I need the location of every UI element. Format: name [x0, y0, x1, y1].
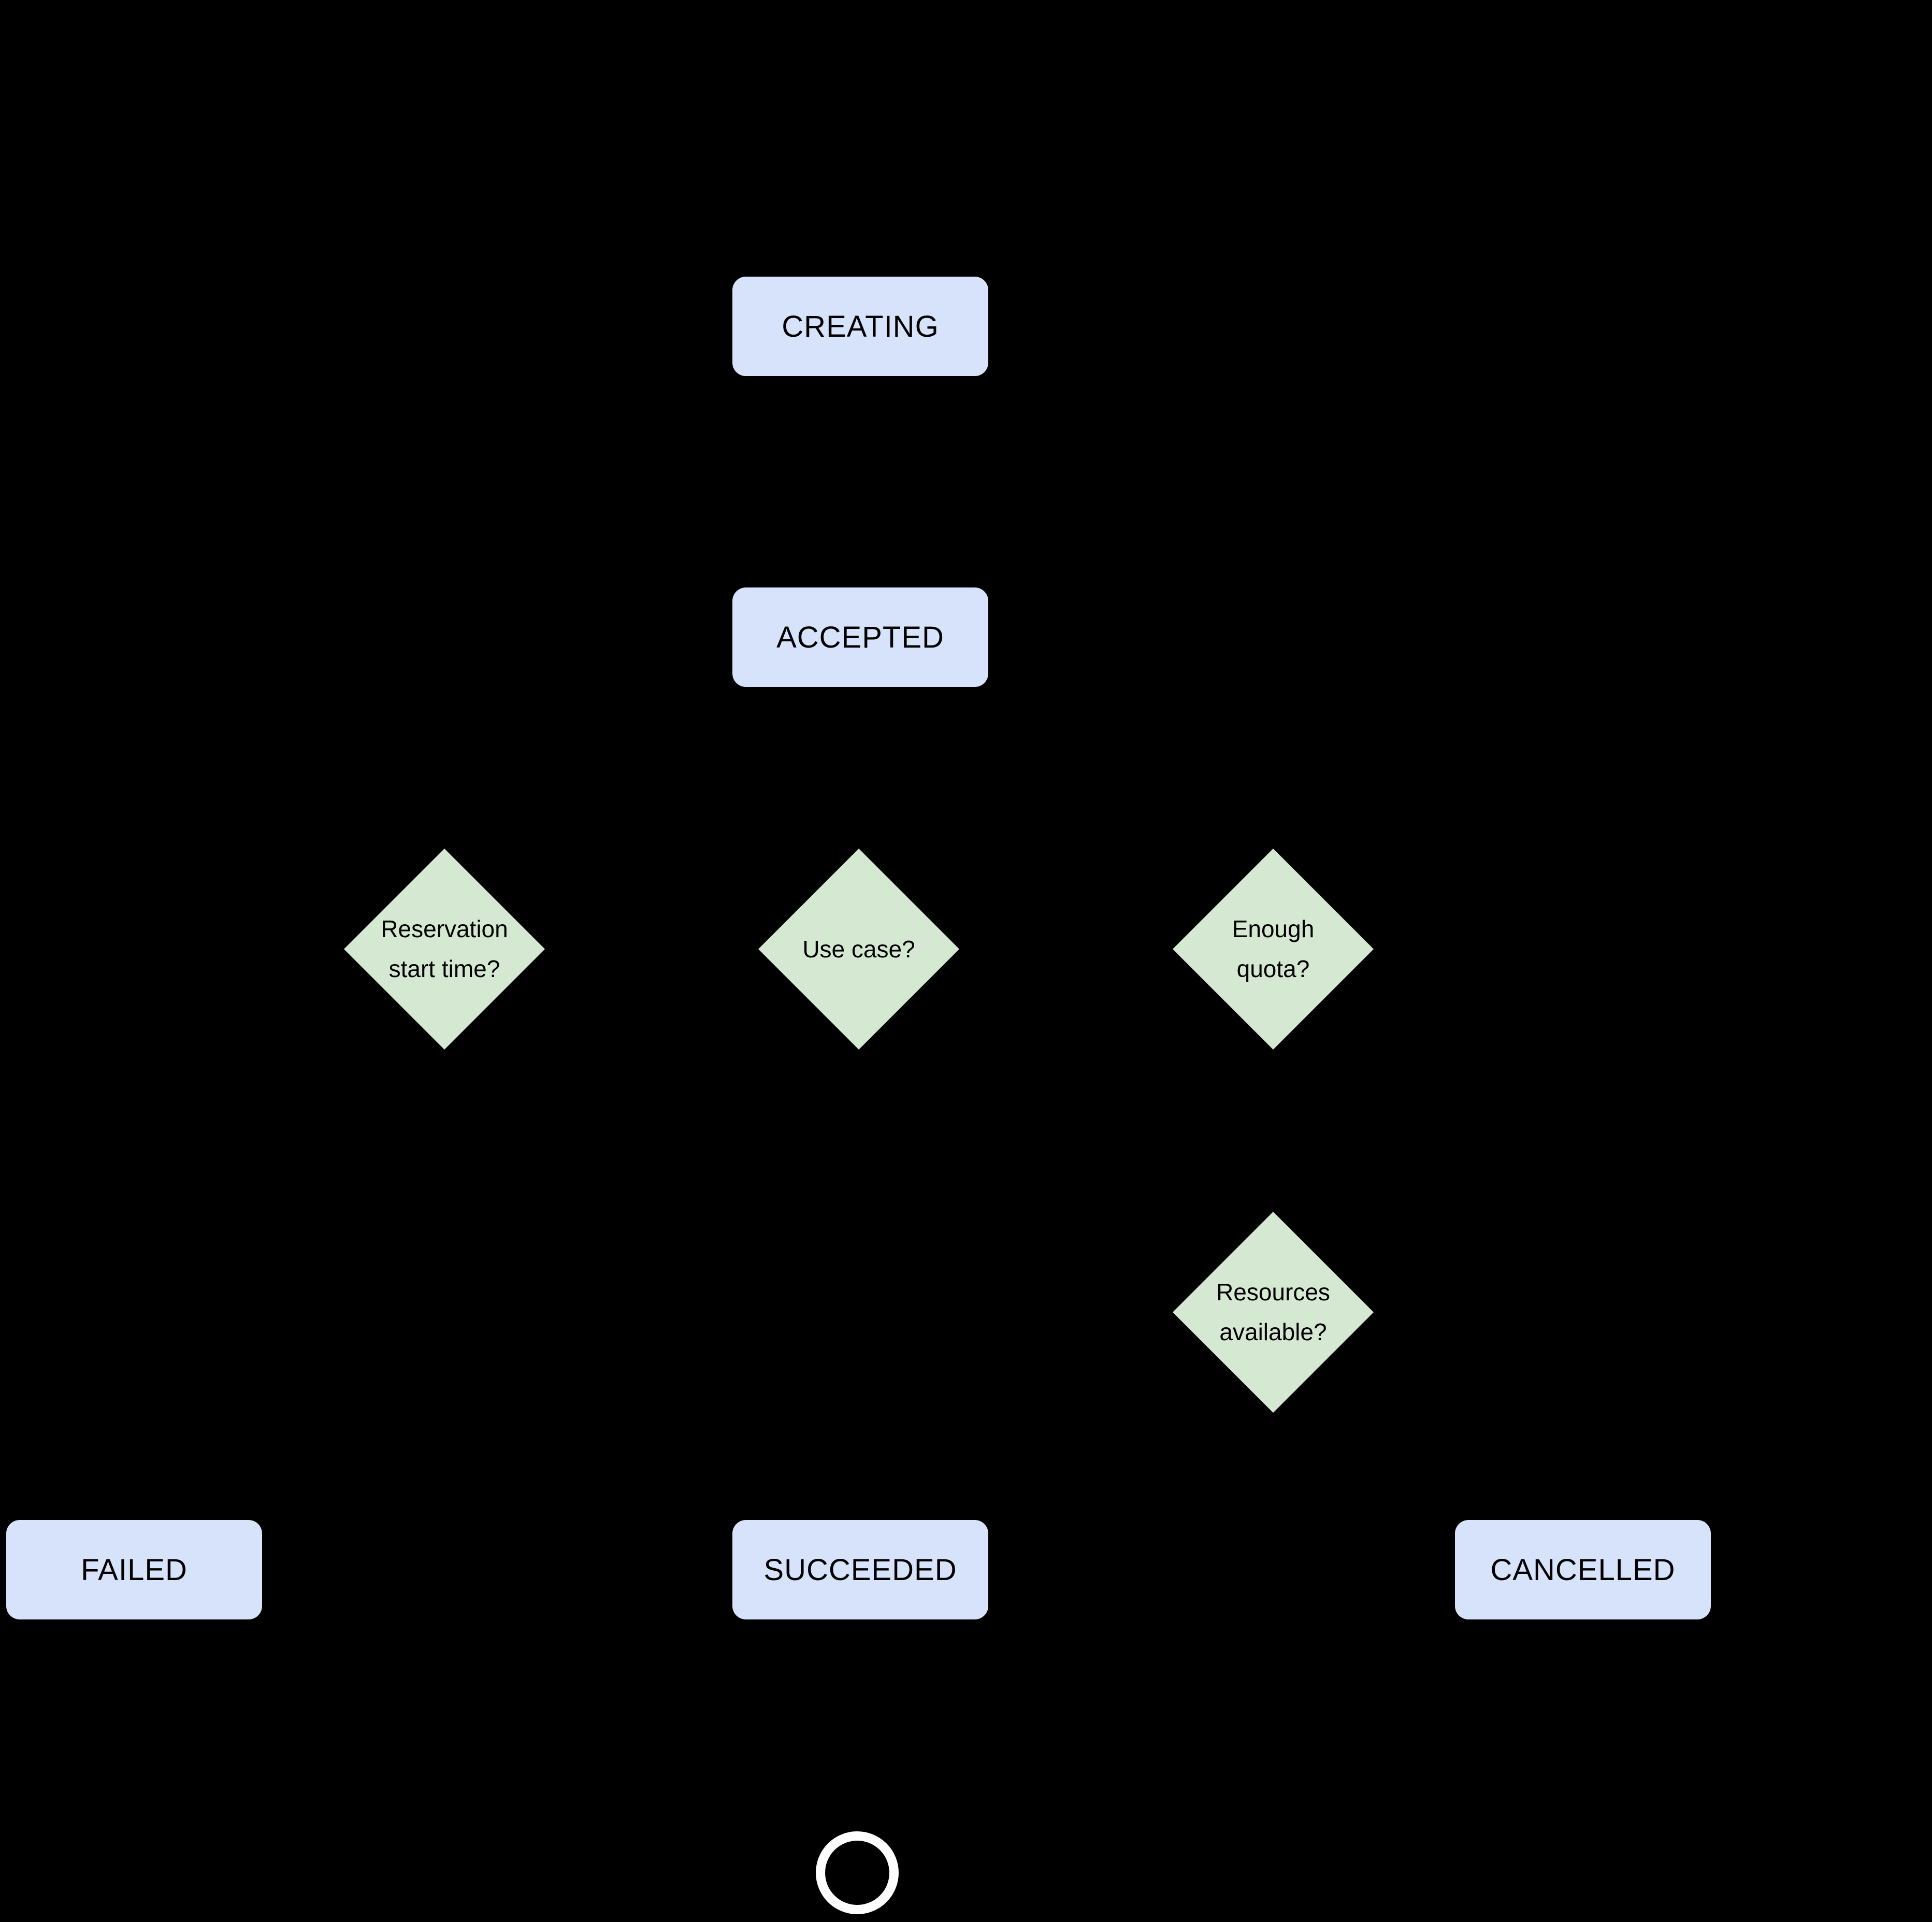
- state-creating-label: CREATING: [782, 309, 939, 343]
- state-failed: FAILED: [6, 1520, 262, 1619]
- state-succeeded: SUCCEEDED: [732, 1520, 988, 1619]
- state-creating: CREATING: [732, 277, 988, 376]
- state-succeeded-label: SUCCEEDED: [763, 1553, 957, 1587]
- decision-use-case: Use case?: [758, 849, 959, 1050]
- decision-enough-quota: Enough quota?: [1173, 849, 1374, 1050]
- decision-label-line: Resources: [1216, 1279, 1330, 1306]
- decision-reservation-start-time: Reservation start time?: [344, 849, 545, 1050]
- final-state-circle: [816, 1831, 899, 1914]
- state-cancelled-label: CANCELLED: [1490, 1553, 1676, 1587]
- decision-label-line: start time?: [388, 955, 500, 982]
- decision-label-line: Use case?: [802, 935, 915, 963]
- decision-label-line: quota?: [1236, 955, 1310, 982]
- state-failed-label: FAILED: [81, 1553, 188, 1587]
- decision-label-line: available?: [1219, 1318, 1327, 1345]
- state-cancelled: CANCELLED: [1455, 1520, 1711, 1619]
- decision-resources-available: Resources available?: [1173, 1212, 1374, 1413]
- state-accepted-label: ACCEPTED: [776, 620, 944, 654]
- state-accepted: ACCEPTED: [732, 587, 988, 687]
- decision-label-line: Reservation: [381, 915, 508, 942]
- decision-label-line: Enough: [1232, 915, 1315, 942]
